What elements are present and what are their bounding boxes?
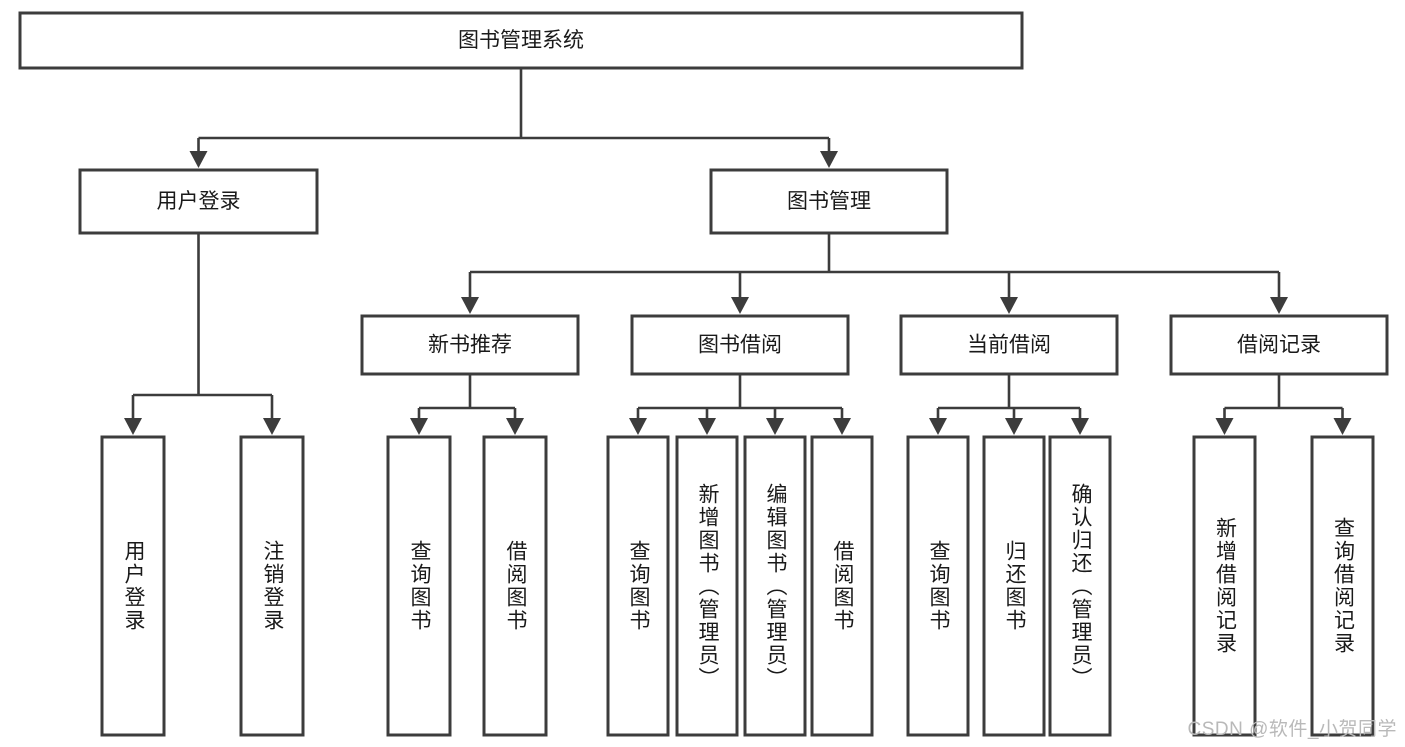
node-box-leaf-add-book[interactable]	[675, 435, 739, 737]
node-box-leaf-user-logout[interactable]	[239, 435, 305, 737]
node-box-leaf-return-book[interactable]	[982, 435, 1046, 737]
node-box-leaf-confirm-return[interactable]	[1048, 435, 1112, 737]
arrow-head	[731, 297, 749, 314]
arrow-head	[1215, 418, 1234, 435]
node-box-user-login[interactable]	[78, 168, 319, 235]
node-label-borrow-records: 借阅记录	[1237, 334, 1321, 357]
node-box-new-book-recommend[interactable]	[360, 314, 580, 376]
arrow-head	[506, 418, 524, 435]
node-box-layer	[18, 11, 1389, 737]
arrow-head	[410, 418, 428, 435]
node-label-book-borrow: 图书借阅	[698, 334, 782, 357]
arrow-head	[124, 418, 142, 435]
node-box-book-borrow[interactable]	[630, 314, 850, 376]
node-label-current-borrow: 当前借阅	[967, 334, 1051, 357]
arrow-head	[1333, 418, 1352, 435]
arrow-head	[1000, 297, 1018, 314]
watermark-text: CSDN @软件_小贺同学	[1187, 719, 1397, 740]
connector-layer	[124, 68, 1352, 435]
node-box-leaf-borrow-book-1[interactable]	[482, 435, 548, 737]
node-box-leaf-user-login[interactable]	[100, 435, 166, 737]
node-box-borrow-records[interactable]	[1169, 314, 1389, 376]
node-box-root[interactable]	[18, 11, 1024, 70]
node-label-new-book-recommend: 新书推荐	[428, 334, 512, 357]
arrow-head	[698, 418, 716, 435]
arrow-head	[189, 151, 208, 168]
node-label-user-login: 用户登录	[157, 190, 241, 213]
arrow-head	[263, 418, 281, 435]
arrow-head	[929, 418, 947, 435]
arrow-head	[461, 297, 479, 314]
node-label-root: 图书管理系统	[458, 29, 584, 52]
node-box-leaf-query-book-3[interactable]	[906, 435, 970, 737]
node-box-leaf-query-record[interactable]	[1310, 435, 1375, 737]
arrow-head	[820, 151, 838, 168]
node-box-leaf-edit-book[interactable]	[743, 435, 807, 737]
arrow-head	[1071, 418, 1089, 435]
arrow-head	[1270, 297, 1288, 314]
arrow-head	[833, 418, 851, 435]
node-label-book-management: 图书管理	[787, 190, 871, 213]
arrow-head	[766, 418, 784, 435]
node-box-leaf-borrow-book-2[interactable]	[810, 435, 874, 737]
node-box-leaf-add-record[interactable]	[1192, 435, 1257, 737]
node-box-leaf-query-book-1[interactable]	[386, 435, 452, 737]
node-box-book-management[interactable]	[709, 168, 949, 235]
node-box-leaf-query-book-2[interactable]	[606, 435, 670, 737]
arrow-head	[1005, 418, 1023, 435]
arrow-head	[629, 418, 647, 435]
node-box-current-borrow[interactable]	[899, 314, 1119, 376]
